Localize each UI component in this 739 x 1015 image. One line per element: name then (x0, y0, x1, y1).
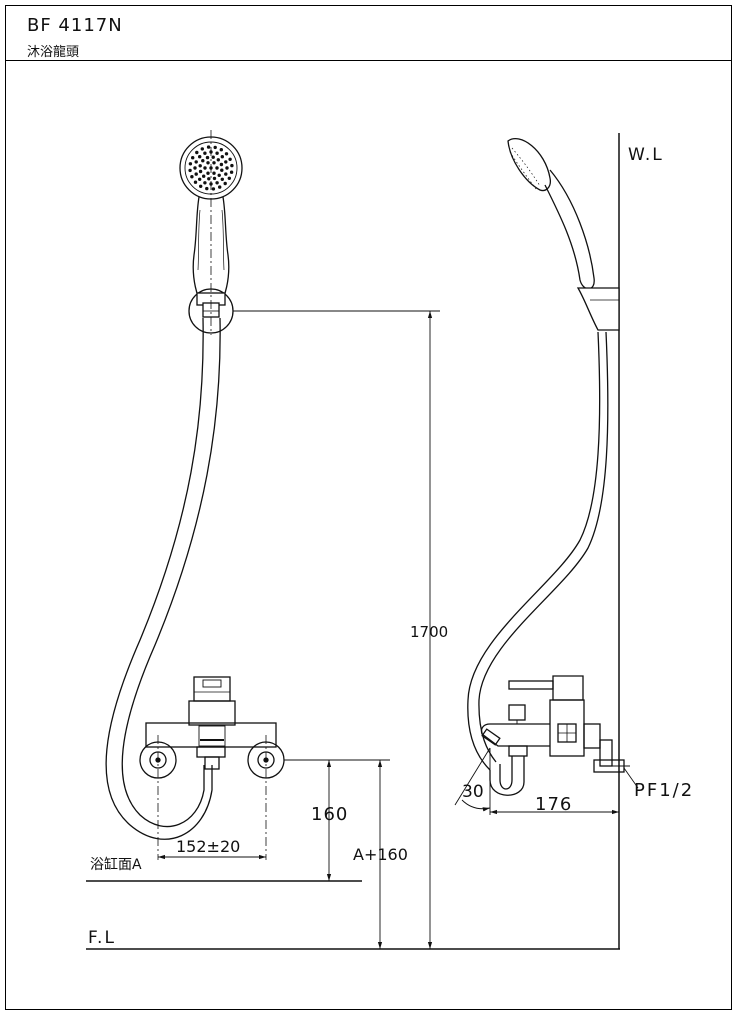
side-shower-head (507, 138, 595, 290)
bathtub-surface-label: 浴缸面A (90, 856, 142, 873)
spray-nozzle (215, 151, 219, 155)
front-view (86, 130, 620, 950)
spray-nozzle (228, 157, 232, 161)
spray-nozzle (213, 145, 217, 150)
spray-nozzle (206, 171, 210, 175)
spray-nozzle (207, 177, 211, 181)
spray-nozzle (224, 160, 228, 164)
spray-nozzle (206, 145, 211, 149)
spray-nozzle (203, 181, 207, 185)
spray-nozzle (212, 176, 217, 181)
spray-nozzle (211, 187, 216, 191)
spray-nozzle (191, 156, 195, 160)
spray-nozzle (225, 166, 229, 170)
front-centerlines (157, 130, 267, 860)
spray-nozzle (194, 172, 198, 176)
spray-nozzle (219, 162, 224, 167)
spray-nozzle (188, 168, 192, 173)
spray-nozzle (194, 160, 198, 164)
spray-nozzle (195, 150, 199, 155)
water-line-label: W.L (628, 145, 664, 165)
spray-nozzles (188, 145, 234, 191)
spray-nozzle (220, 155, 224, 159)
spray-nozzle (199, 184, 203, 188)
spray-nozzle (203, 151, 207, 155)
spray-nozzle (188, 162, 193, 166)
spray-nozzle (190, 175, 194, 179)
spray-nozzle (200, 147, 204, 151)
dim-160: 160 (311, 804, 348, 825)
angle-dimension (454, 747, 491, 815)
drawing-frame (5, 5, 732, 1010)
dim-a-160: A+160 (353, 845, 408, 864)
spray-nozzle (215, 181, 219, 185)
spray-nozzle (193, 180, 198, 184)
spray-nozzle (217, 173, 221, 177)
spray-nozzle (205, 186, 209, 191)
spray-nozzle (193, 166, 197, 170)
spray-nozzle (215, 166, 219, 170)
spray-nozzle (202, 174, 206, 178)
floor-line-label: F.L (88, 928, 116, 948)
spray-nozzle (203, 166, 207, 170)
model-number: BF 4117N (27, 15, 123, 36)
spray-nozzle (224, 172, 228, 176)
spray-nozzle (212, 171, 216, 175)
dim-152: 152±20 (176, 837, 240, 856)
spray-nozzle (198, 164, 202, 168)
dim-1700: 1700 (410, 623, 448, 641)
product-name: 沐浴龍頭 (27, 45, 80, 60)
spray-nozzle (205, 155, 210, 160)
spray-nozzle (216, 158, 220, 162)
spray-nozzle (206, 161, 210, 165)
front-shower-head (179, 136, 243, 297)
side-mixer (480, 675, 630, 796)
spray-nozzle (223, 181, 227, 186)
spray-nozzle (230, 163, 234, 168)
spray-nozzle (220, 177, 224, 181)
spray-nozzle (224, 152, 229, 156)
side-holder (576, 287, 620, 331)
spray-nozzle (201, 159, 205, 163)
side-view (454, 133, 639, 949)
side-hose (467, 331, 601, 771)
spray-nozzle (198, 155, 202, 159)
spray-nozzle (198, 177, 202, 181)
spray-nozzle (229, 170, 234, 174)
dim-176: 176 (535, 794, 572, 815)
spray-nozzle (220, 168, 224, 172)
spray-nozzle (212, 161, 216, 165)
spray-nozzle (211, 155, 215, 159)
front-mixer (139, 676, 285, 779)
title-block: BF 4117N 沐浴龍頭 (5, 5, 732, 61)
dim-30: 30 (462, 782, 484, 802)
spray-nozzle (218, 185, 222, 189)
front-hose (105, 317, 213, 840)
spray-nozzle (227, 176, 231, 180)
spray-nozzle (219, 148, 223, 152)
spray-nozzle (198, 169, 203, 174)
pipe-thread-label: PF1/2 (634, 780, 694, 801)
